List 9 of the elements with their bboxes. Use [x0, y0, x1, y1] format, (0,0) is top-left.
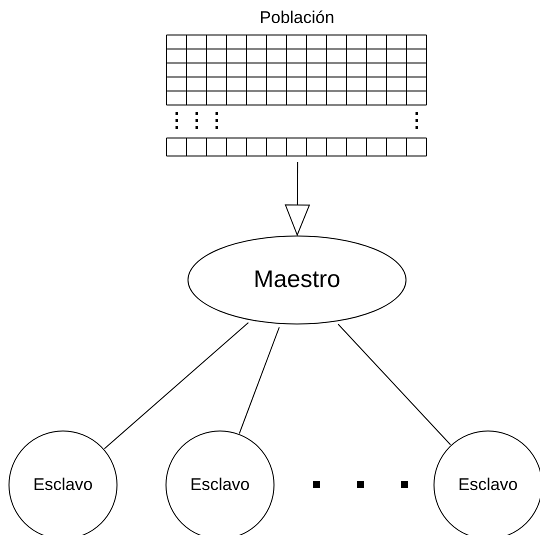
arrow [284, 162, 310, 236]
node-label: Esclavo [457, 475, 519, 495]
node-label: Esclavo [32, 475, 94, 495]
node-label: Esclavo [189, 475, 251, 495]
connector-line [338, 324, 451, 446]
connector-line [238, 326, 280, 434]
connector-line [104, 322, 249, 450]
node-label: Maestro [252, 266, 342, 294]
grid-heading: Población [258, 8, 336, 28]
